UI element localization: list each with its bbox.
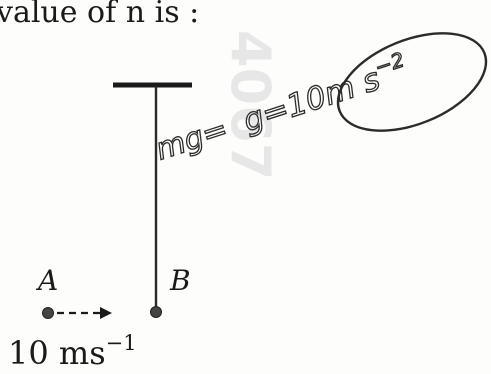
velocity-arrow-head [100, 307, 112, 319]
velocity-exponent: −1 [106, 331, 137, 355]
particle-a [42, 307, 54, 319]
handwritten-circle [336, 32, 488, 132]
point-a-label: A [35, 264, 58, 297]
point-b-label: B [169, 264, 191, 297]
velocity-value: 10 ms [8, 334, 106, 372]
velocity-label: 10 ms−1 [8, 331, 137, 372]
bob-b [150, 306, 162, 318]
watermark: 4067 [219, 30, 282, 180]
question-tail-text: value of n is : [0, 0, 199, 30]
